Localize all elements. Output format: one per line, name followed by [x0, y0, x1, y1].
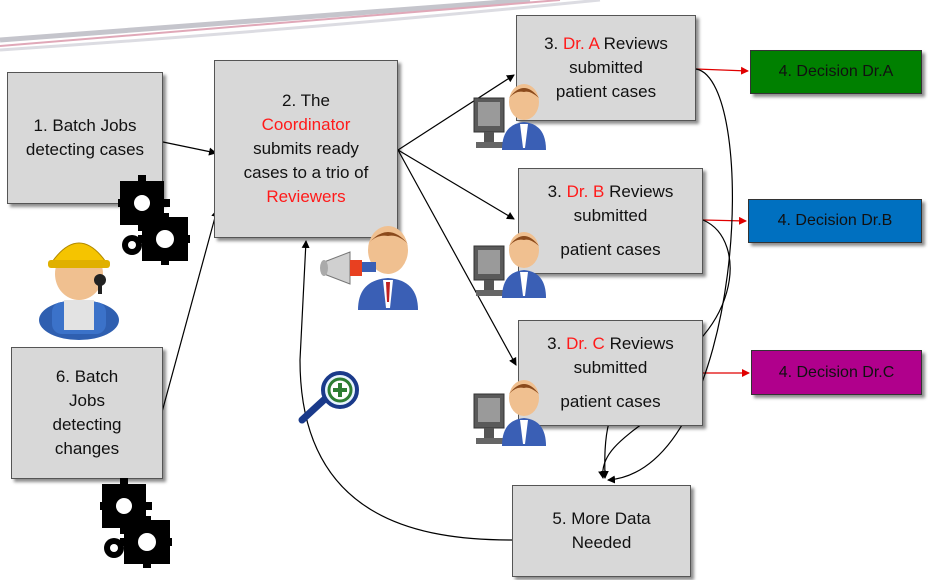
box-dr-b-reviews: 3. Dr. B Reviews submitted patient cases [518, 168, 703, 274]
decision-dr-c: 4. Decision Dr.C [751, 350, 922, 395]
box-dr-c-reviews: 3. Dr. C Reviews submitted patient cases [518, 320, 703, 426]
box-1-text: 1. Batch Jobs detecting cases [25, 116, 145, 159]
decision-dr-a: 4. Decision Dr.A [750, 50, 922, 94]
doctor-computer-icon [473, 84, 546, 150]
box-3b-step: 3. [547, 182, 562, 201]
coordinator-megaphone-icon [320, 226, 418, 310]
box-2-line-1: 2. The [282, 91, 330, 110]
box-3c-step: 3. [547, 334, 562, 353]
box-3b-line-2: submitted [573, 206, 648, 225]
box-3b-line-3: patient cases [560, 240, 661, 259]
box-3c-line-3: patient cases [560, 392, 661, 411]
gears-icon [118, 175, 190, 265]
decision-b-label: 4. Decision Dr.B [777, 212, 893, 229]
box-dr-a-reviews: 3. Dr. A Reviews submitted patient cases [516, 15, 696, 121]
box-3b-line-1: 3. Dr. B Reviews [548, 180, 674, 204]
box-3a-step: 3. [544, 34, 559, 53]
box-3a-doctor: Dr. A [563, 34, 599, 53]
box-more-data-needed: 5. More Data Needed [512, 485, 691, 577]
box-3c-line-1: 3. Dr. C Reviews [547, 332, 674, 356]
box-3b-verb: Reviews [609, 182, 674, 201]
arrow-b3a-to-b5 [607, 68, 733, 484]
decision-a-label: 4. Decision Dr.A [778, 63, 894, 80]
box-3c-verb: Reviews [609, 334, 674, 353]
decision-dr-b: 4. Decision Dr.B [748, 199, 922, 243]
worker-icon [39, 242, 119, 340]
arrow-b2-to-b3a [397, 74, 515, 151]
box-3a-verb: Reviews [603, 34, 668, 53]
arrow-b3a-to-decision-a [695, 66, 749, 75]
arrow-b5-to-b2 [299, 240, 513, 541]
box-3c-doctor: Dr. C [566, 334, 605, 353]
box-coordinator: 2. The Coordinator submits ready cases t… [214, 60, 398, 238]
arrow-b2-to-b3c [397, 149, 517, 366]
box-3c-line-2: submitted [573, 358, 648, 377]
box-3a-line-1: 3. Dr. A Reviews [544, 32, 668, 56]
magnifier-plus-icon [298, 371, 359, 424]
box-2-coordinator-label: Coordinator [261, 115, 351, 134]
gears-icon [100, 478, 172, 568]
box-batch-jobs-detecting-changes: 6. Batch Jobs detecting changes [11, 347, 163, 479]
doctor-computer-icon [473, 232, 546, 298]
box-5-text: 5. More Data Needed [552, 509, 651, 552]
arrow-b3c-to-b5 [598, 417, 651, 479]
box-3a-line-3: patient cases [555, 82, 657, 101]
arrow-b2-to-b3b [397, 149, 515, 220]
box-3a-line-2: submitted [569, 58, 643, 77]
header-swoosh [0, 0, 601, 52]
doctor-computer-icon [473, 380, 546, 446]
box-3b-doctor: Dr. B [566, 182, 605, 201]
arrow-b6-to-b2 [161, 209, 220, 413]
box-6-text: 6. Batch Jobs detecting changes [52, 367, 122, 458]
decision-c-label: 4. Decision Dr.C [778, 363, 895, 381]
arrow-b3b-to-decision-b [702, 216, 747, 225]
arrow-b1-to-b2 [162, 141, 217, 156]
box-2-body: submits ready cases to a trio of [243, 139, 369, 182]
box-2-reviewers-label: Reviewers [266, 187, 346, 206]
